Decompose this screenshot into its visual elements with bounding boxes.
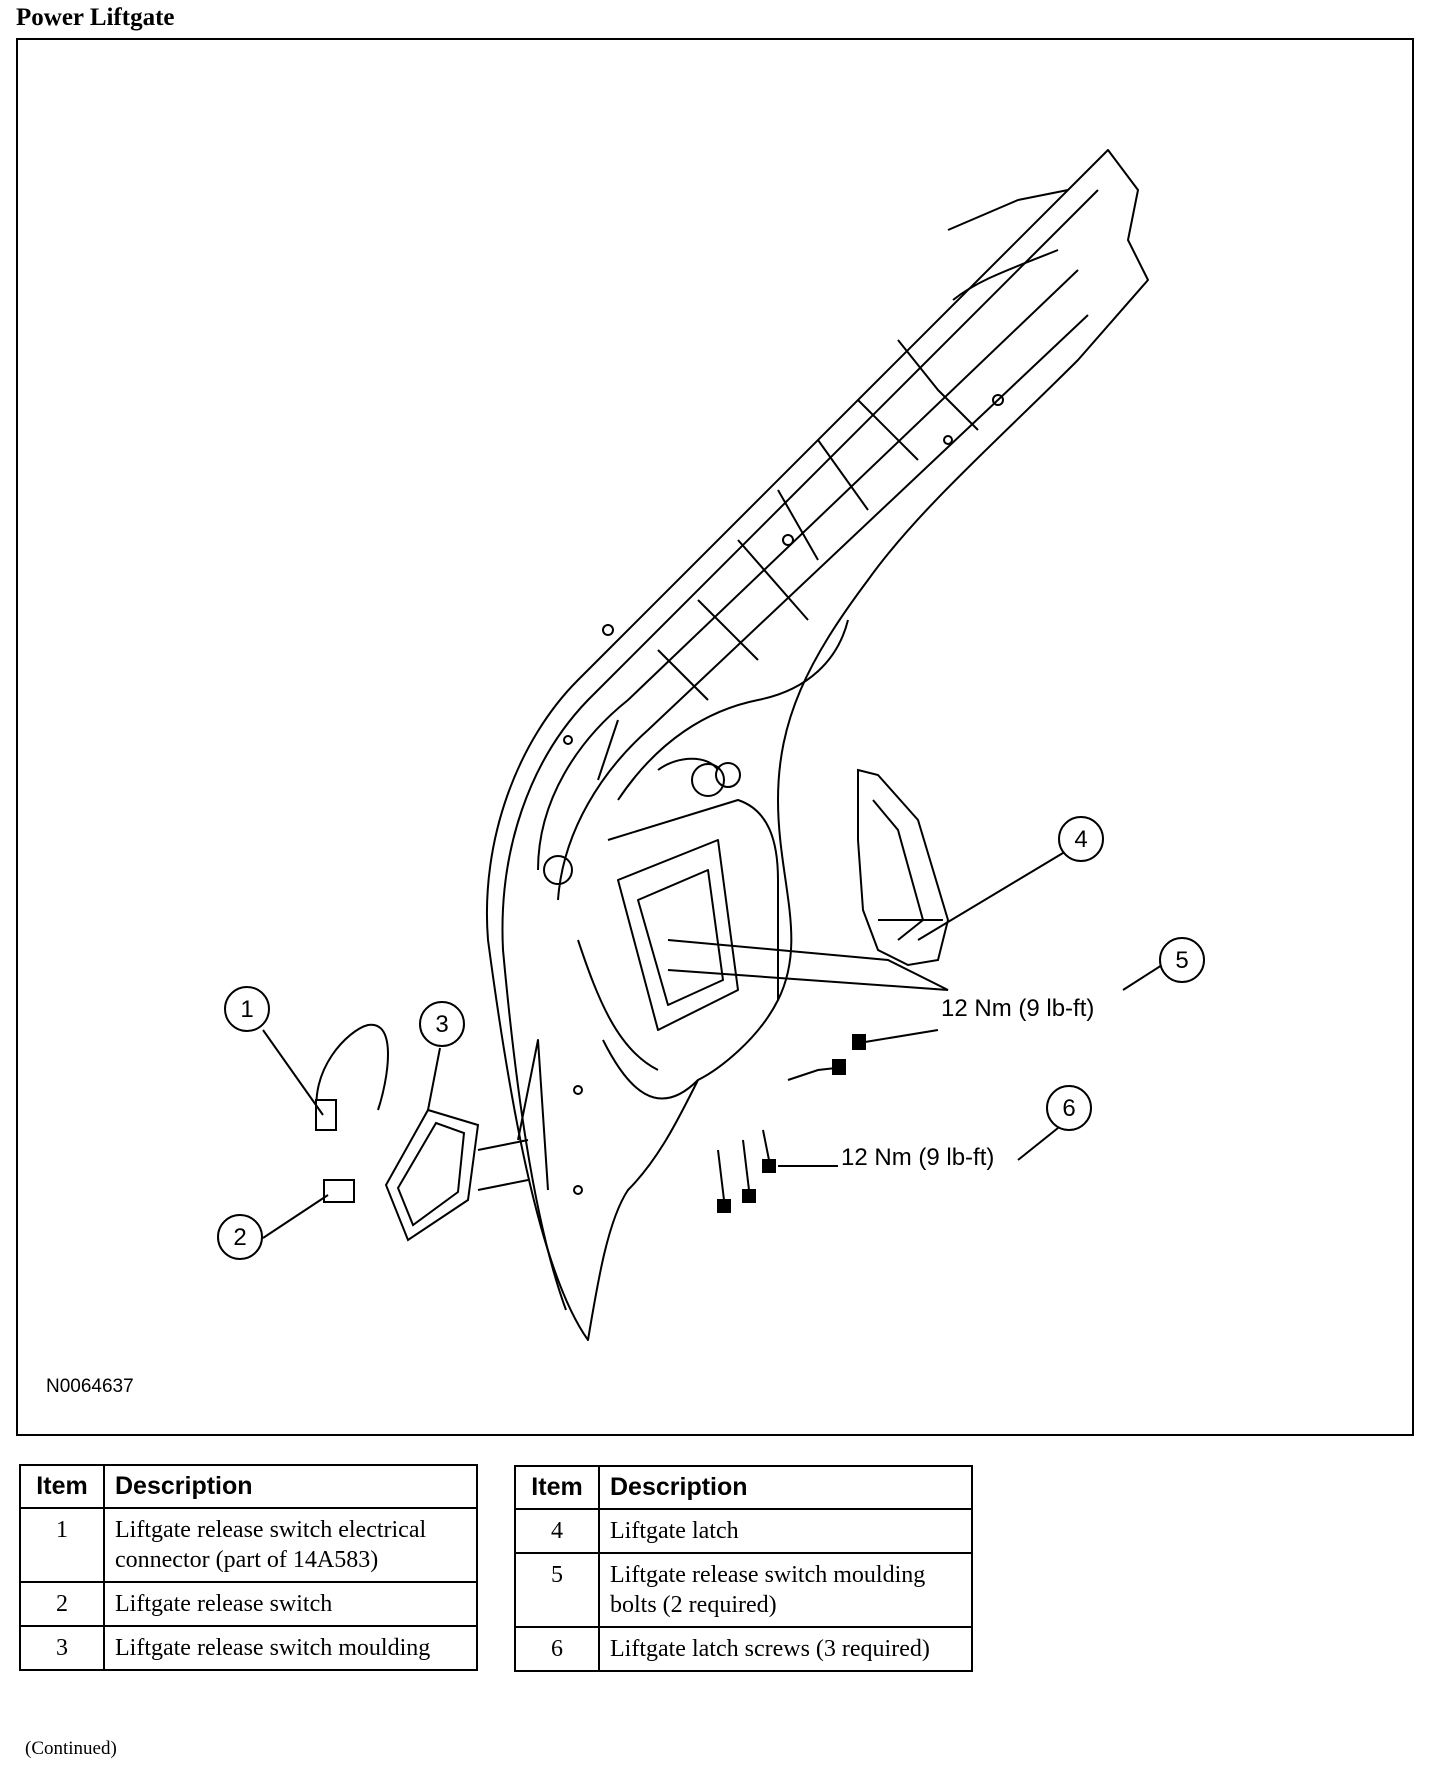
continued-note: (Continued) bbox=[25, 1738, 117, 1759]
table-row: 3 Liftgate release switch moulding bbox=[19, 1625, 478, 1671]
callout-3 bbox=[419, 1001, 465, 1047]
table-header-row: Item Description bbox=[514, 1465, 973, 1510]
callout-5 bbox=[1159, 937, 1205, 983]
exploded-view-figure: 1 2 3 4 5 6 12 Nm (9 lb-ft) 12 Nm (9 lb-… bbox=[16, 38, 1414, 1436]
callout-markers bbox=[217, 816, 1205, 1260]
callout-1 bbox=[224, 986, 270, 1032]
callout-label: 1 bbox=[240, 996, 253, 1023]
callout-label: 5 bbox=[1175, 947, 1188, 974]
item-number: 5 bbox=[514, 1552, 600, 1628]
legend-table-right: Item Description 4 Liftgate latch 5 Lift… bbox=[514, 1465, 973, 1672]
column-header-item: Item bbox=[19, 1464, 105, 1509]
liftgate-frame bbox=[486, 149, 1149, 1341]
item-number: 3 bbox=[19, 1625, 105, 1671]
column-header-description: Description bbox=[598, 1465, 973, 1510]
column-header-description: Description bbox=[103, 1464, 478, 1509]
item-description: Liftgate latch screws (3 required) bbox=[598, 1626, 973, 1672]
callout-labels: 1 2 3 4 5 6 bbox=[233, 826, 1188, 1251]
item-number: 2 bbox=[19, 1581, 105, 1627]
item-number: 6 bbox=[514, 1626, 600, 1672]
liftgate-latch bbox=[667, 768, 950, 991]
electrical-connector bbox=[315, 1023, 389, 1131]
torque-spec-6: 12 Nm (9 lb-ft) bbox=[841, 1144, 994, 1171]
callout-6 bbox=[1046, 1085, 1092, 1131]
latch-screws bbox=[717, 1129, 838, 1213]
callout-label: 6 bbox=[1062, 1095, 1075, 1122]
liftgate-illustration: 1 2 3 4 5 6 12 Nm (9 lb-ft) 12 Nm (9 lb-… bbox=[46, 149, 1205, 1397]
release-switch bbox=[323, 1179, 355, 1203]
item-number: 4 bbox=[514, 1508, 600, 1554]
table-row: 1 Liftgate release switch electrical con… bbox=[19, 1507, 478, 1583]
page-title: Power Liftgate bbox=[16, 4, 175, 31]
table-row: 2 Liftgate release switch bbox=[19, 1581, 478, 1627]
item-description: Liftgate release switch electrical conne… bbox=[103, 1507, 478, 1583]
column-header-item: Item bbox=[514, 1465, 600, 1510]
callout-label: 2 bbox=[233, 1224, 246, 1251]
item-description: Liftgate release switch bbox=[103, 1581, 478, 1627]
table-row: 4 Liftgate latch bbox=[514, 1508, 973, 1554]
table-header-row: Item Description bbox=[19, 1464, 478, 1509]
table-row: 6 Liftgate latch screws (3 required) bbox=[514, 1626, 973, 1672]
callout-2 bbox=[217, 1214, 263, 1260]
item-description: Liftgate release switch moulding bolts (… bbox=[598, 1552, 973, 1628]
callout-label: 3 bbox=[435, 1011, 448, 1038]
item-number: 1 bbox=[19, 1507, 105, 1583]
item-description: Liftgate release switch moulding bbox=[103, 1625, 478, 1671]
figure-id: N0064637 bbox=[46, 1376, 134, 1397]
legend-table-left: Item Description 1 Liftgate release swit… bbox=[19, 1464, 478, 1671]
moulding-bolts bbox=[787, 1029, 939, 1081]
callout-4 bbox=[1058, 816, 1104, 862]
item-description: Liftgate latch bbox=[598, 1508, 973, 1554]
torque-spec-5: 12 Nm (9 lb-ft) bbox=[941, 995, 1094, 1022]
switch-moulding bbox=[384, 1108, 529, 1242]
table-row: 5 Liftgate release switch moulding bolts… bbox=[514, 1552, 973, 1628]
callout-label: 4 bbox=[1074, 826, 1087, 853]
